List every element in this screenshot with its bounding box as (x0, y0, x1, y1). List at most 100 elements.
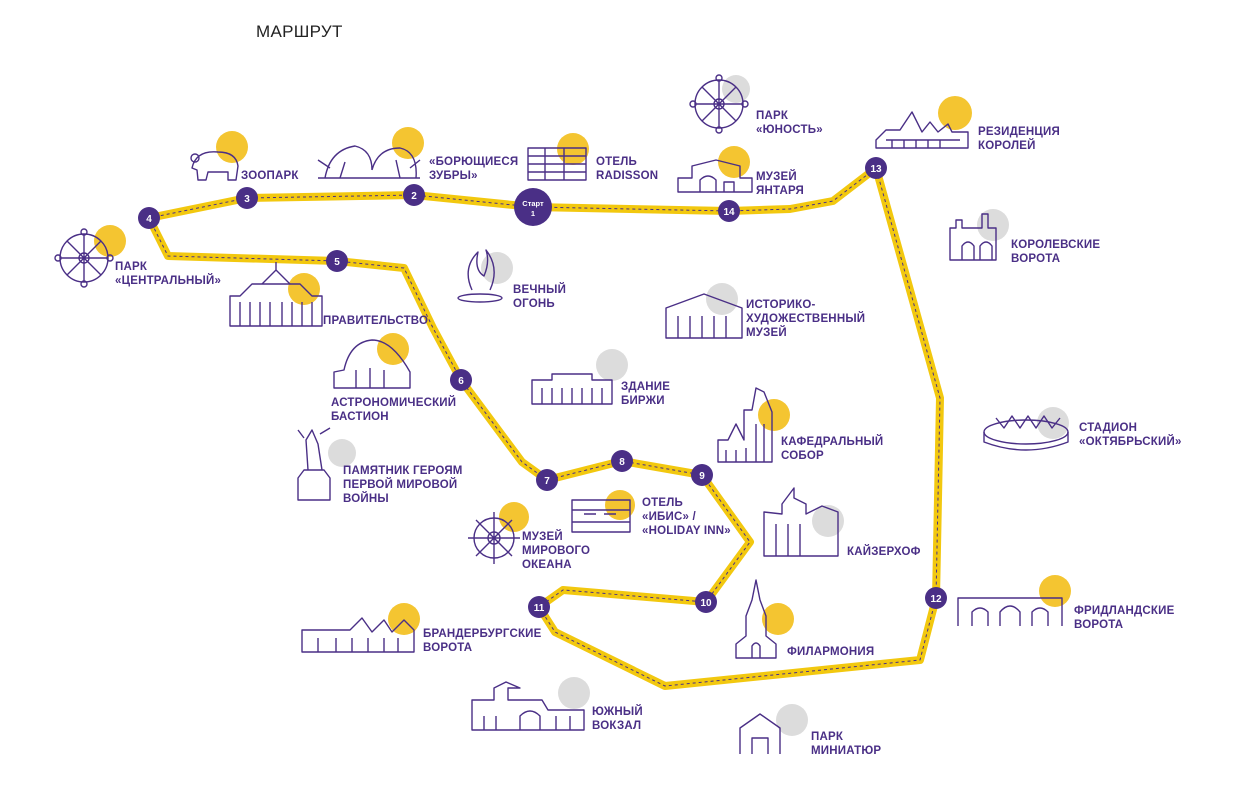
label-kings-gate-1: КОРОЛЕВСКИЕ (1011, 239, 1100, 251)
bastion-icon (333, 339, 411, 389)
kings-gate-icon (949, 213, 997, 261)
label-ocean-2: МИРОВОГО (522, 545, 590, 557)
stop-2[interactable]: 2 (403, 184, 425, 206)
hotel-radisson-icon (527, 147, 587, 181)
stop-14[interactable]: 14 (718, 200, 740, 222)
svg-text:13: 13 (870, 164, 882, 175)
label-park-youth-2: «ЮНОСТЬ» (756, 124, 823, 136)
stop-9[interactable]: 9 (691, 464, 713, 486)
philharmonic-icon (735, 579, 777, 659)
label-art-museum-2: ХУДОЖЕСТВЕННЫЙ (746, 312, 865, 325)
label-flame-2: ОГОНЬ (513, 298, 555, 310)
label-radisson-2: RADISSON (596, 170, 658, 182)
label-ibis-2: «ИБИС» / (642, 511, 696, 523)
stop-12[interactable]: 12 (925, 587, 947, 609)
label-brandenburg-1: БРАНДЕРБУРГСКИЕ (423, 628, 542, 640)
label-monument-1: ПАМЯТНИК ГЕРОЯМ (343, 465, 463, 477)
place-labels: ЗООПАРК «БОРЮЩИЕСЯ ЗУБРЫ» ОТЕЛЬ RADISSON… (115, 110, 1182, 757)
ship-wheel-icon (468, 512, 520, 564)
label-zoo: ЗООПАРК (241, 170, 299, 182)
cathedral-icon (717, 387, 773, 463)
stop-3[interactable]: 3 (236, 187, 258, 209)
art-museum-icon (665, 293, 743, 339)
label-park-central-2: «ЦЕНТРАЛЬНЫЙ» (115, 274, 221, 287)
label-south-station-1: ЮЖНЫЙ (592, 705, 643, 718)
stop-8[interactable]: 8 (611, 450, 633, 472)
svg-text:14: 14 (723, 207, 735, 218)
ferris-wheel-central-icon (54, 228, 114, 288)
monument-icon (297, 427, 331, 501)
label-exchange-2: БИРЖИ (621, 395, 665, 407)
stop-5[interactable]: 5 (326, 250, 348, 272)
label-cathedral-1: КАФЕДРАЛЬНЫЙ (781, 435, 883, 448)
eternal-flame-icon (457, 249, 503, 303)
friedland-gate-icon (957, 597, 1063, 626)
label-astro-2: БАСТИОН (331, 411, 389, 423)
label-ocean-1: МУЗЕЙ (522, 530, 563, 543)
label-monument-3: ВОЙНЫ (343, 492, 389, 505)
label-park-central-1: ПАРК (115, 261, 148, 273)
label-residence-1: РЕЗИДЕНЦИЯ (978, 126, 1060, 138)
svg-text:12: 12 (930, 594, 942, 605)
kaiserhof-icon (763, 487, 839, 557)
hotel-ibis-icon (571, 499, 631, 533)
label-stadium-2: «ОКТЯБРЬСКИЙ» (1079, 435, 1182, 448)
brandenburg-gate-icon (301, 617, 415, 653)
miniature-park-icon (739, 713, 781, 754)
label-stadium-1: СТАДИОН (1079, 422, 1137, 434)
label-art-museum-3: МУЗЕЙ (746, 326, 787, 339)
stop-start-label: Старт (522, 199, 544, 208)
stop-11[interactable]: 11 (528, 596, 550, 618)
label-friedland-2: ВОРОТА (1074, 619, 1123, 631)
label-south-station-2: ВОКЗАЛ (592, 720, 641, 732)
label-amber-2: ЯНТАРЯ (756, 185, 804, 197)
label-radisson-1: ОТЕЛЬ (596, 156, 637, 168)
landmark-icons (54, 74, 1069, 754)
stop-4[interactable]: 4 (138, 207, 160, 229)
label-ibis-3: «HOLIDAY INN» (642, 525, 731, 537)
svg-text:5: 5 (334, 257, 340, 268)
highlight-discs (94, 75, 1071, 736)
bison-sculpture-icon (317, 145, 421, 179)
label-cathedral-2: СОБОР (781, 450, 824, 462)
label-residence-2: КОРОЛЕЙ (978, 139, 1036, 152)
svg-text:7: 7 (544, 476, 550, 487)
amber-museum-icon (677, 159, 753, 193)
label-art-museum-1: ИСТОРИКО- (746, 299, 816, 311)
label-monument-2: ПЕРВОЙ МИРОВОЙ (343, 478, 457, 491)
stop-10[interactable]: 10 (695, 591, 717, 613)
label-government: ПРАВИТЕЛЬСТВО (323, 315, 428, 327)
svg-text:4: 4 (146, 214, 152, 225)
label-friedland-1: ФРИДЛАНДСКИЕ (1074, 605, 1175, 617)
label-exchange-1: ЗДАНИЕ (621, 381, 670, 393)
stop-7[interactable]: 7 (536, 469, 558, 491)
label-brandenburg-2: ВОРОТА (423, 642, 472, 654)
label-amber-1: МУЗЕЙ (756, 170, 797, 183)
label-ibis-1: ОТЕЛЬ (642, 497, 683, 509)
label-bison-1: «БОРЮЩИЕСЯ (429, 156, 518, 168)
government-icon (229, 262, 323, 327)
stop-start[interactable]: Старт 1 (514, 188, 552, 226)
label-park-miniature-1: ПАРК (811, 731, 844, 743)
svg-text:2: 2 (411, 191, 417, 202)
label-bison-2: ЗУБРЫ» (429, 170, 478, 182)
stop-13[interactable]: 13 (865, 157, 887, 179)
label-kaiserhof: КАЙЗЕРХОФ (847, 545, 921, 558)
svg-text:10: 10 (700, 598, 712, 609)
svg-text:9: 9 (699, 471, 705, 482)
label-kings-gate-2: ВОРОТА (1011, 253, 1060, 265)
residence-icon (875, 111, 969, 149)
map-title: МАРШРУТ (256, 22, 343, 41)
svg-text:3: 3 (244, 194, 250, 205)
stop-6[interactable]: 6 (450, 369, 472, 391)
stop-start-number: 1 (531, 209, 535, 218)
stop-markers: 2 3 4 5 6 7 8 9 10 11 12 13 14 (138, 157, 947, 618)
label-park-youth-1: ПАРК (756, 110, 789, 122)
label-astro-1: АСТРОНОМИЧЕСКИЙ (331, 396, 456, 409)
label-flame-1: ВЕЧНЫЙ (513, 283, 566, 296)
label-ocean-3: ОКЕАНА (522, 559, 572, 571)
svg-text:8: 8 (619, 457, 625, 468)
ferris-wheel-icon (689, 74, 749, 134)
railway-station-icon (471, 681, 585, 731)
exchange-icon (531, 373, 613, 405)
